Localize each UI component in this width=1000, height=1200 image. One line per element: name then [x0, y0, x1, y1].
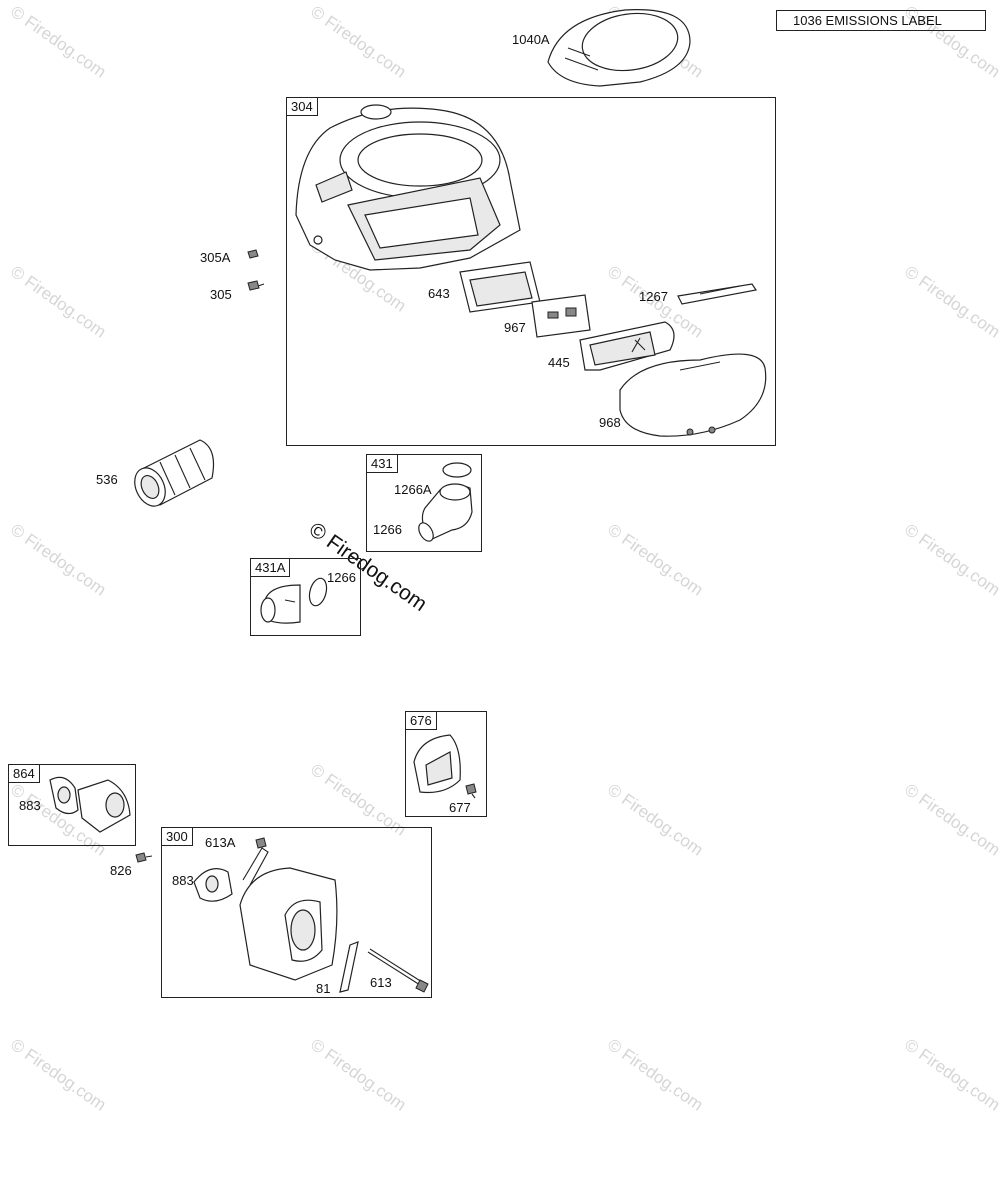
group-tag-304: 304: [286, 97, 318, 116]
muffler-300-part: [239, 847, 338, 981]
emissions-label: 1036 EMISSIONS LABEL: [776, 10, 986, 31]
part-label-883: 883: [172, 873, 194, 888]
group-box-431: 431: [366, 454, 482, 552]
part-label-677: 677: [449, 800, 471, 815]
group-box-864: 864: [8, 764, 136, 846]
screw-677-part: [465, 783, 477, 799]
group-tag-864: 864: [8, 764, 40, 783]
part-label-613a: 613A: [205, 835, 236, 850]
gasket-883-864-part: [49, 776, 79, 815]
part-label-81: 81: [316, 981, 331, 996]
cover-1040a-part: [547, 9, 691, 87]
screw-305-part: [247, 280, 265, 291]
part-label-967: 967: [504, 320, 526, 335]
part-label-305a: 305A: [200, 250, 231, 265]
part-label-536: 536: [96, 472, 118, 487]
screw-613a-part: [255, 837, 267, 849]
bolt-613-part: [367, 948, 429, 993]
group-box-431a: 431A: [250, 558, 361, 636]
air-filter-base-643-part: [459, 261, 541, 313]
exhaust-flange-864-part: [77, 779, 131, 833]
part-label-1266: 1266: [327, 570, 356, 585]
group-tag-431a: 431A: [250, 558, 291, 577]
group-tag-300: 300: [161, 827, 193, 846]
group-box-300: 300: [161, 827, 432, 998]
part-label-643: 643: [428, 286, 450, 301]
shield-676-part: [413, 734, 461, 794]
blower-housing-304-part: [295, 104, 521, 271]
part-label-968: 968: [599, 415, 621, 430]
elbow-431a-part: [260, 577, 328, 624]
part-label-613: 613: [370, 975, 392, 990]
air-filter-536-part: [134, 439, 215, 507]
filter-strip-1267-part: [677, 283, 758, 305]
part-label-1267: 1267: [639, 289, 668, 304]
part-label-826: 826: [110, 863, 132, 878]
air-filter-445-part: [579, 321, 675, 371]
part-label-1266a: 1266A: [394, 482, 432, 497]
group-box-676: 676: [405, 711, 487, 817]
screw-826-part: [135, 852, 153, 863]
gasket-883-300-part: [193, 868, 233, 902]
part-label-305: 305: [210, 287, 232, 302]
screw-305a-part: [247, 249, 259, 259]
part-label-1040a: 1040A: [512, 32, 550, 47]
label-967-part: [531, 294, 591, 338]
air-cleaner-cover-968-part: [619, 353, 767, 437]
part-label-1266: 1266: [373, 522, 402, 537]
bracket-81-part: [339, 941, 359, 993]
group-tag-676: 676: [405, 711, 437, 730]
part-label-445: 445: [548, 355, 570, 370]
group-tag-431: 431: [366, 454, 398, 473]
elbow-431-part: [418, 462, 473, 542]
part-label-883: 883: [19, 798, 41, 813]
group-box-304: 304: [286, 97, 776, 446]
